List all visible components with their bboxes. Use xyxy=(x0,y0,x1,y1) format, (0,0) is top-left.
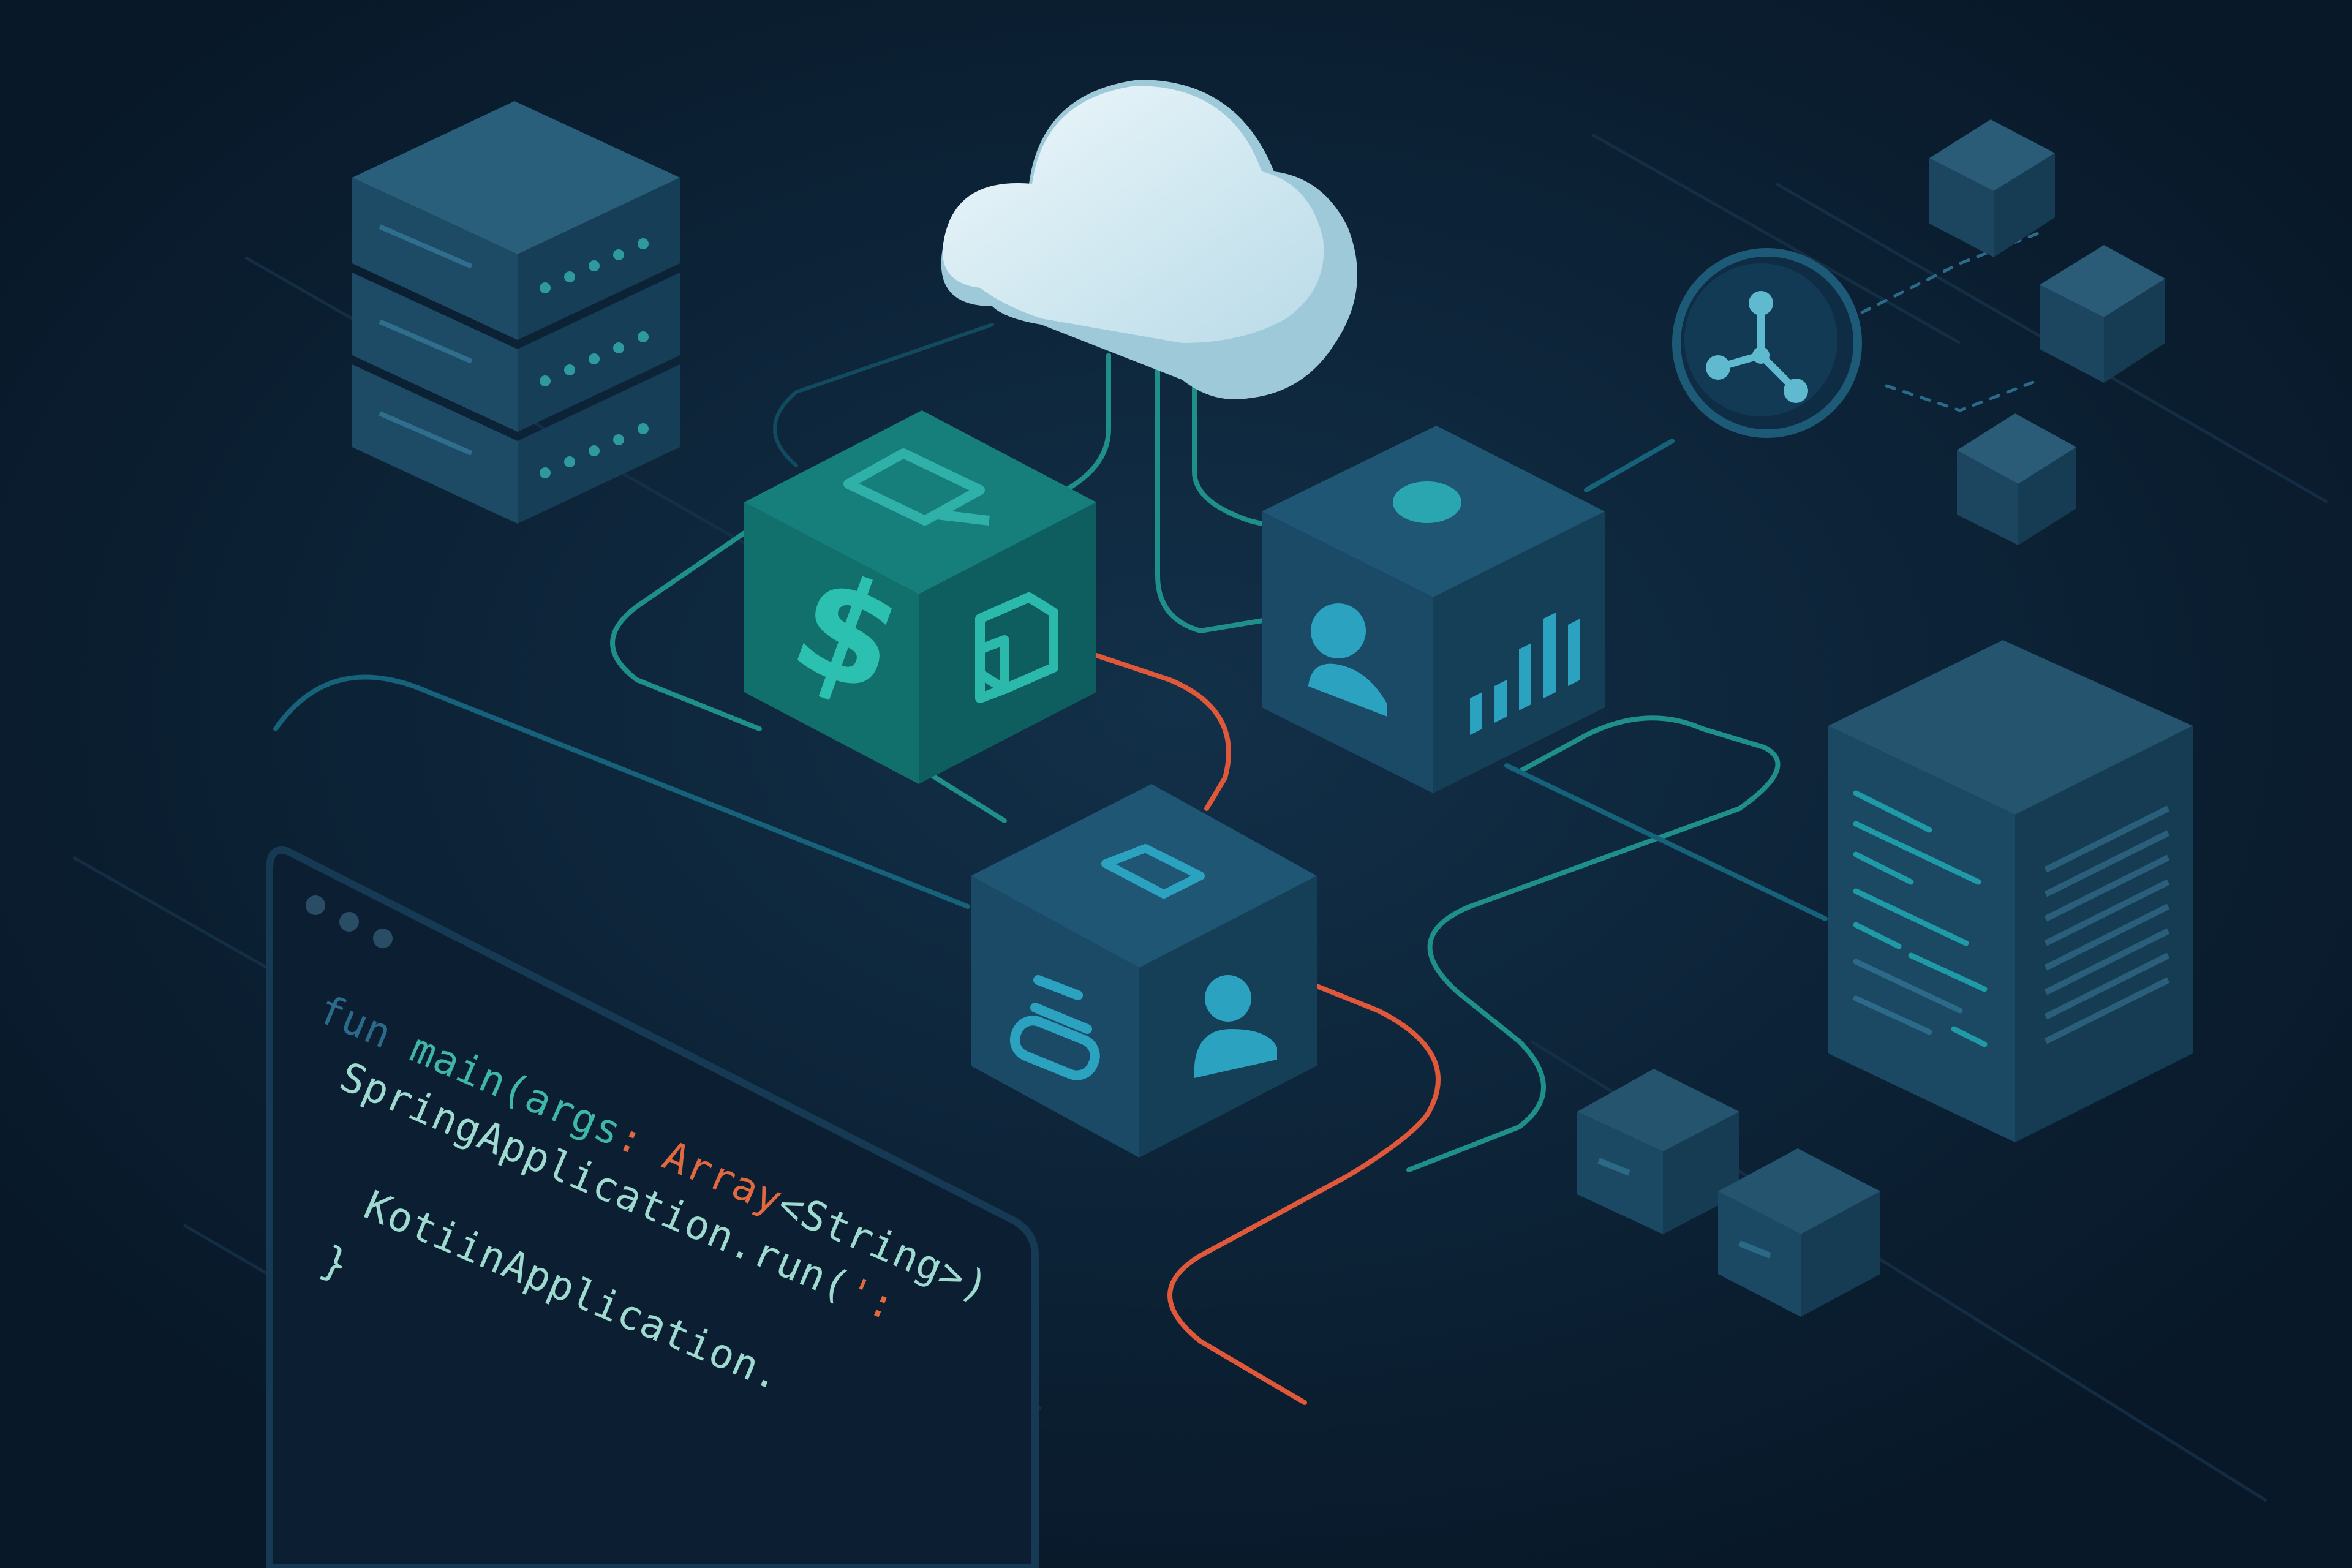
connection-dashed xyxy=(1885,378,2041,412)
connection-teal xyxy=(610,524,762,731)
window-maximize-dot[interactable] xyxy=(373,929,393,948)
document-stack-icon xyxy=(1009,975,1100,1080)
ticket-icon xyxy=(1101,844,1205,899)
user-profile-service-icon xyxy=(971,784,1317,1158)
connection-orange xyxy=(1094,653,1231,811)
connection-teal xyxy=(773,323,994,467)
user-icon xyxy=(1194,975,1277,1078)
small-cube xyxy=(1577,1069,1740,1234)
small-cube xyxy=(1929,119,2055,257)
small-cube xyxy=(2040,245,2165,383)
connection-teal xyxy=(273,674,970,909)
server-rack-icon xyxy=(352,101,680,524)
bar-chart-icon xyxy=(1470,612,1580,735)
server-unit xyxy=(352,101,680,340)
user-analytics-service-icon xyxy=(1262,426,1605,793)
connection-teal xyxy=(892,353,1111,590)
user-icon xyxy=(1308,603,1387,717)
network-hub-icon xyxy=(1672,248,1862,438)
server-unit xyxy=(352,364,680,524)
window-close-dot[interactable] xyxy=(306,895,325,915)
small-cube xyxy=(1718,1148,1880,1317)
small-cube xyxy=(1957,413,2076,545)
connection-teal xyxy=(1192,377,1276,529)
connection-teal xyxy=(1504,763,1828,921)
database-server-icon xyxy=(1828,640,2193,1142)
card-icon xyxy=(843,448,990,526)
vent-grille-icon xyxy=(2044,805,2170,1044)
code-editor-window: fun main(args: Array<String>) SpringAppl… xyxy=(266,846,1039,1568)
cloud-icon xyxy=(941,80,1357,399)
connection-teal xyxy=(1406,715,1781,1172)
window-controls xyxy=(306,895,393,948)
connection-teal xyxy=(1155,365,1276,634)
window-minimize-dot[interactable] xyxy=(339,912,359,932)
connection-lines xyxy=(273,231,2041,1405)
log-lines-icon xyxy=(1853,790,1988,1047)
connection-teal xyxy=(1584,439,1675,492)
server-unit xyxy=(352,273,680,432)
puzzle-icon xyxy=(975,592,1058,703)
status-light-icon xyxy=(1393,481,1461,523)
connection-orange xyxy=(1167,984,1441,1405)
payment-service-icon: $ xyxy=(744,410,1096,784)
